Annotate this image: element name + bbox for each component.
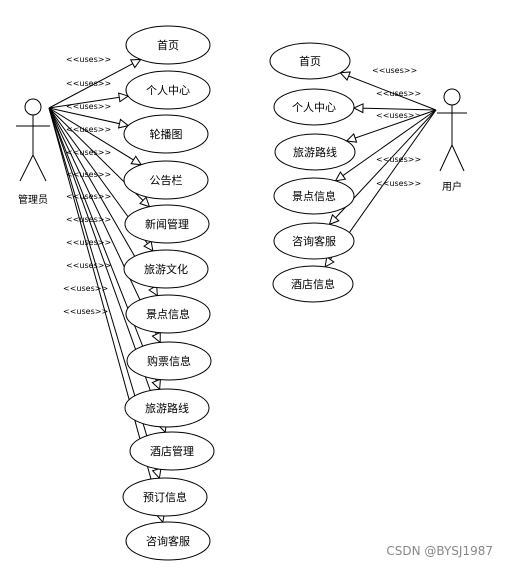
admin-uses-stereotype-1: <<uses>> <box>66 55 111 64</box>
user-uses-stereotype-2: <<uses>> <box>376 89 421 98</box>
admin-uses-stereotype-5: <<uses>> <box>66 148 111 157</box>
admin-use-case-6 <box>123 249 209 289</box>
user-association-2 <box>353 107 437 111</box>
admin-use-case-12 <box>125 521 211 561</box>
admin-use-case-label-1: 首页 <box>157 38 179 52</box>
user-use-case-label-6: 酒店信息 <box>291 277 335 291</box>
admin-use-case-label-12: 咨询客服 <box>146 534 190 548</box>
admin-uses-stereotype-11: <<uses>> <box>63 284 108 293</box>
admin-uses-stereotype-2: <<uses>> <box>66 79 111 88</box>
admin-use-case-label-9: 旅游路线 <box>145 401 189 415</box>
admin-use-case-1 <box>125 25 211 65</box>
admin-uses-stereotype-7: <<uses>> <box>66 192 111 201</box>
admin-uses-stereotype-10: <<uses>> <box>66 261 111 270</box>
admin-uses-stereotype-12: <<uses>> <box>63 307 108 316</box>
admin-uses-stereotype-3: <<uses>> <box>66 102 111 111</box>
admin-association-1 <box>48 59 141 109</box>
user-arrowhead-2 <box>352 103 364 114</box>
associations: <<uses>> <<uses>> <<uses>> <<uses>> <<uses>>… <box>48 55 437 524</box>
user-use-case-5 <box>273 222 355 260</box>
admin-use-case-label-5: 新闻管理 <box>145 217 189 231</box>
admin-use-case-5 <box>124 204 210 244</box>
admin-use-case-10 <box>129 431 215 471</box>
admin-arrowhead-9 <box>151 378 161 391</box>
admin-use-case-label-6: 旅游文化 <box>144 262 188 276</box>
user-use-case-label-3: 旅游路线 <box>293 145 337 159</box>
user-uses-stereotype-4: <<uses>> <box>376 155 421 164</box>
admin-arrowhead-4 <box>130 155 143 166</box>
user-arrowhead-4 <box>334 171 347 182</box>
admin-uses-stereotype-8: <<uses>> <box>66 215 111 224</box>
watermark: CSDN @BYSJ1987 <box>386 544 493 558</box>
user-use-case-label-2: 个人中心 <box>292 101 336 114</box>
user-actor: 用户 <box>437 88 467 193</box>
admin-use-case-7 <box>125 294 211 334</box>
use-cases: 首页个人中心轮播图公告栏新闻管理旅游文化景点信息购票信息旅游路线酒店管理预订信息… <box>122 25 356 561</box>
admin-use-case-label-11: 预订信息 <box>143 490 187 504</box>
admin-use-case-8 <box>126 341 212 381</box>
user-uses-stereotype-5: <<uses>> <box>376 179 421 188</box>
admin-actor-label: 管理员 <box>18 193 48 206</box>
admin-association-2 <box>48 95 129 109</box>
user-use-case-label-5: 咨询客服 <box>292 234 336 248</box>
admin-arrowhead-2 <box>118 92 130 103</box>
admin-arrowhead-11 <box>151 467 162 480</box>
user-use-case-6 <box>272 265 354 303</box>
admin-use-case-9 <box>124 388 210 428</box>
user-uses-stereotype-1: <<uses>> <box>372 66 417 75</box>
admin-arrowhead-6 <box>143 240 154 252</box>
user-use-case-label-4: 景点信息 <box>292 189 336 203</box>
user-arrowhead-6 <box>324 256 335 268</box>
user-arrowhead-1 <box>339 71 351 82</box>
admin-use-case-label-2: 个人中心 <box>146 84 190 97</box>
admin-use-case-11 <box>122 477 208 517</box>
user-actor-leg-right <box>451 144 465 172</box>
user-use-case-4 <box>273 177 355 215</box>
user-uses-stereotype-3: <<uses>> <box>376 111 421 120</box>
admin-use-case-2 <box>125 70 211 110</box>
admin-association-10 <box>48 107 166 433</box>
admin-association-4 <box>48 107 142 166</box>
user-use-case-1 <box>269 42 351 80</box>
admin-use-case-label-10: 酒店管理 <box>150 444 194 458</box>
user-use-case-3 <box>274 133 356 171</box>
admin-use-case-label-4: 公告栏 <box>150 173 183 187</box>
admin-use-case-4 <box>123 160 209 200</box>
user-association-3 <box>346 109 437 142</box>
admin-use-case-label-8: 购票信息 <box>147 354 191 368</box>
admin-arrowhead-3 <box>117 118 130 129</box>
admin-actor-head <box>24 98 42 116</box>
user-association-4 <box>335 109 437 182</box>
admin-arrowhead-7 <box>148 284 158 297</box>
user-association-1 <box>340 72 437 111</box>
admin-arrowhead-5 <box>139 196 151 208</box>
user-actor-leg-left <box>439 144 453 172</box>
admin-association-3 <box>48 107 129 127</box>
admin-uses-stereotype-9: <<uses>> <box>66 238 111 247</box>
user-actor-label: 用户 <box>442 180 462 193</box>
admin-use-case-label-7: 景点信息 <box>146 307 190 321</box>
admin-use-case-3 <box>123 114 209 154</box>
admin-actor: 管理员 <box>16 98 50 206</box>
user-use-case-2 <box>273 88 355 126</box>
admin-arrowhead-8 <box>151 331 161 344</box>
admin-uses-stereotype-6: <<uses>> <box>66 170 111 179</box>
user-arrowhead-3 <box>345 133 358 143</box>
admin-actor-leg-left <box>19 154 34 182</box>
user-arrowhead-5 <box>328 213 340 226</box>
admin-use-case-label-3: 轮播图 <box>150 127 183 141</box>
admin-actor-leg-right <box>32 154 47 182</box>
admin-association-9 <box>48 107 161 390</box>
user-actor-head <box>443 88 461 106</box>
admin-arrowhead-1 <box>129 58 142 69</box>
admin-uses-stereotype-4: <<uses>> <box>66 125 111 134</box>
user-use-case-label-1: 首页 <box>299 54 321 68</box>
